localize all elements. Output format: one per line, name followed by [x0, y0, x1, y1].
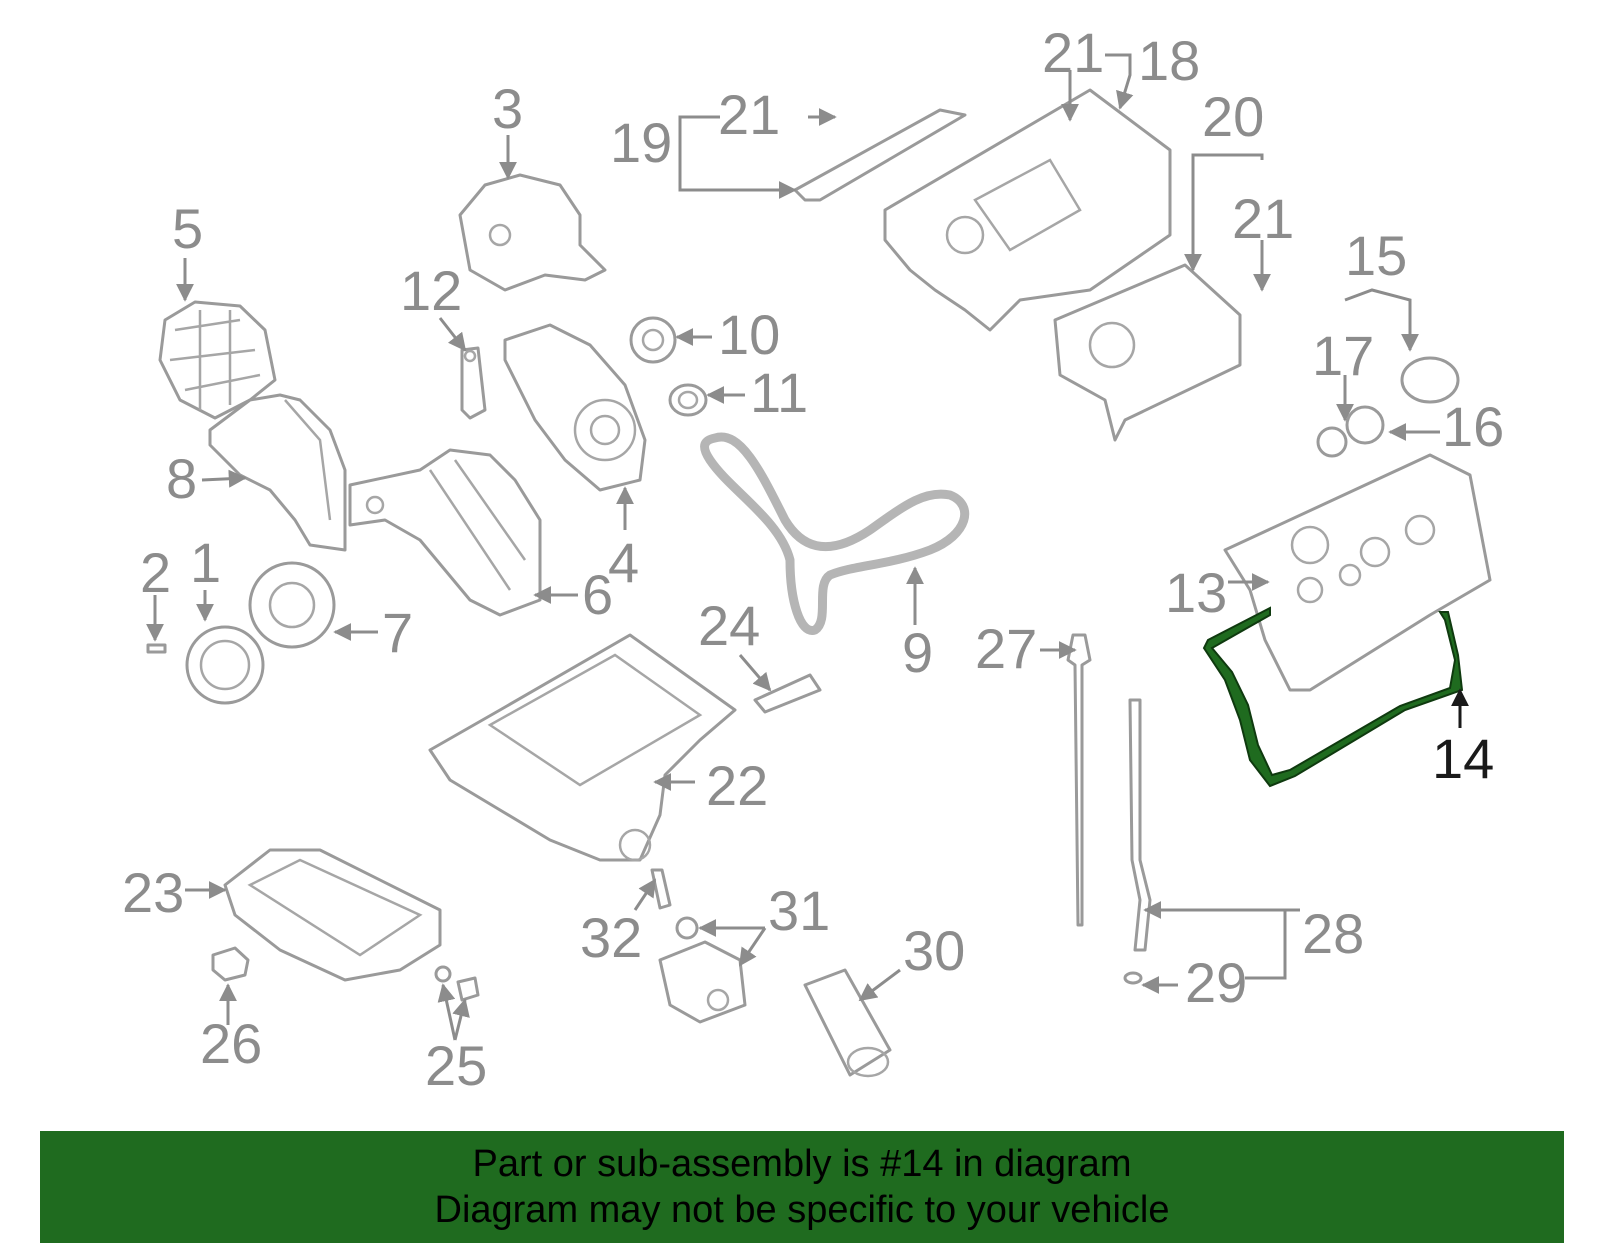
- callout-2: 2: [140, 541, 171, 604]
- callout-14: 14: [1432, 727, 1494, 790]
- part-11-roller: [668, 383, 708, 417]
- callout-9: 9: [902, 621, 933, 684]
- part-25-drain-bolt: [434, 965, 480, 1002]
- callout-27: 27: [975, 617, 1037, 680]
- callout-20: 20: [1202, 85, 1264, 148]
- part-3-cover: [458, 173, 607, 292]
- part-8-inner-cover: [208, 393, 347, 552]
- callout-19: 19: [610, 111, 672, 174]
- footer-disclaimer: Diagram may not be specific to your vehi…: [434, 1189, 1170, 1231]
- part-12-tensioner: [460, 346, 487, 420]
- callout-17: 17: [1312, 324, 1374, 387]
- callout-25: 25: [425, 1034, 487, 1097]
- callout-10: 10: [718, 303, 780, 366]
- part-2-bolt: [146, 643, 167, 654]
- callout-24: 24: [698, 594, 760, 657]
- callout-11: 11: [750, 361, 808, 424]
- part-29-o-ring: [1123, 971, 1143, 985]
- part-32-sensor: [650, 868, 672, 910]
- callout-12: 12: [400, 259, 462, 322]
- callout-28: 28: [1302, 902, 1364, 965]
- callout-13: 13: [1165, 561, 1227, 624]
- part-16-17-seals: [1316, 405, 1385, 458]
- part-27-dipstick: [1066, 633, 1092, 927]
- part-31-filter-housing: [658, 916, 747, 1024]
- callout-5: 5: [172, 197, 203, 260]
- part-24-sealant: [753, 673, 822, 714]
- part-18-engine-cover: [883, 88, 1172, 332]
- callout-21-b: 21: [718, 83, 780, 146]
- callout-4: 4: [608, 531, 639, 594]
- part-7-sprocket: [248, 561, 336, 649]
- callout-labels: 1 2 3 4 5 6 7 8 9 10 11 12 13 14 15 16 1…: [122, 21, 1504, 1097]
- part-5-upper-cover: [158, 300, 277, 420]
- part-28-guide-tube: [1128, 698, 1152, 952]
- part-4-rear-cover: [503, 323, 647, 492]
- part-30-oil-filter: [803, 968, 892, 1078]
- part-14-gasket: [1202, 606, 1464, 788]
- callout-29: 29: [1185, 951, 1247, 1014]
- part-19-trim: [793, 108, 967, 202]
- callout-21-c: 21: [1232, 187, 1294, 250]
- parts-diagram: 1 2 3 4 5 6 7 8 9 10 11 12 13 14 15 16 1…: [122, 21, 1504, 1097]
- part-9-timing-belt: [700, 432, 970, 635]
- leader-lines: [146, 53, 1469, 1041]
- callout-22: 22: [706, 754, 768, 817]
- callout-26: 26: [200, 1012, 262, 1075]
- part-1-crank-pulley: [185, 625, 265, 705]
- callout-6: 6: [582, 563, 613, 626]
- part-6-lower-cover: [348, 448, 542, 617]
- callout-31: 31: [768, 879, 830, 942]
- callout-15: 15: [1345, 224, 1407, 287]
- part-20-side-cover: [1053, 263, 1242, 442]
- callout-8: 8: [166, 447, 197, 510]
- callout-21-a: 21: [1042, 21, 1104, 84]
- part-10-pulley: [629, 316, 677, 364]
- callout-16: 16: [1442, 395, 1504, 458]
- footer-banner: Part or sub-assembly is #14 in diagram D…: [40, 1131, 1564, 1243]
- part-22-oil-pan-upper: [428, 633, 737, 862]
- callout-1: 1: [190, 531, 221, 594]
- callout-30: 30: [903, 919, 965, 982]
- part-13-valve-cover: [1223, 453, 1492, 692]
- callout-7: 7: [382, 601, 413, 664]
- callout-23: 23: [122, 861, 184, 924]
- callout-32: 32: [580, 906, 642, 969]
- callout-18: 18: [1138, 29, 1200, 92]
- callout-3: 3: [492, 77, 523, 140]
- part-26-plug: [211, 946, 250, 982]
- footer-part-note: Part or sub-assembly is #14 in diagram: [472, 1143, 1132, 1185]
- part-15-cap: [1400, 356, 1460, 404]
- part-23-lower-pan: [223, 848, 442, 982]
